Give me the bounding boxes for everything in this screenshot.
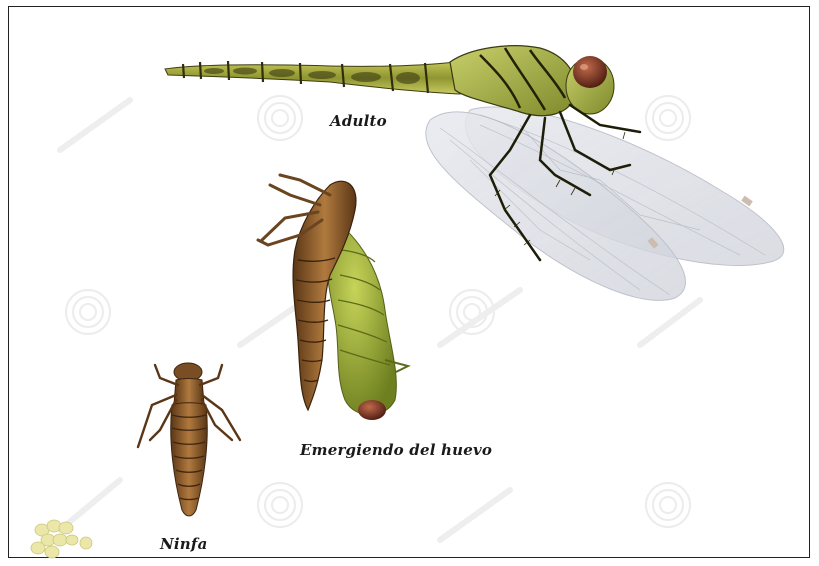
adult-head: [566, 56, 614, 114]
watermark-stroke: [440, 490, 510, 540]
egg: [59, 522, 73, 534]
emerging-eye: [358, 400, 386, 420]
egg: [45, 546, 59, 558]
emerging-dragonfly: [258, 175, 408, 420]
label-adult: Adulto: [330, 112, 387, 130]
compound-eye: [573, 56, 607, 88]
egg: [66, 535, 78, 545]
adult-abdomen: [165, 61, 460, 94]
egg: [31, 542, 45, 554]
watermark-stroke: [640, 300, 700, 345]
nymph: [138, 363, 240, 516]
adult-wings: [426, 107, 784, 300]
watermark-logo: [258, 96, 302, 140]
egg: [80, 537, 92, 549]
label-emerging: Emergiendo del huevo: [300, 441, 492, 459]
watermark-logo: [66, 290, 110, 334]
adult-dragonfly: [165, 46, 784, 301]
watermark-logo: [258, 483, 302, 527]
watermark-stroke: [60, 100, 130, 150]
label-nymph: Ninfa: [160, 535, 208, 553]
egg: [53, 534, 67, 546]
adult-thorax: [450, 46, 576, 116]
egg: [47, 520, 61, 532]
watermark-logo: [646, 96, 690, 140]
watermark-logo: [646, 483, 690, 527]
eggs: [31, 520, 92, 558]
